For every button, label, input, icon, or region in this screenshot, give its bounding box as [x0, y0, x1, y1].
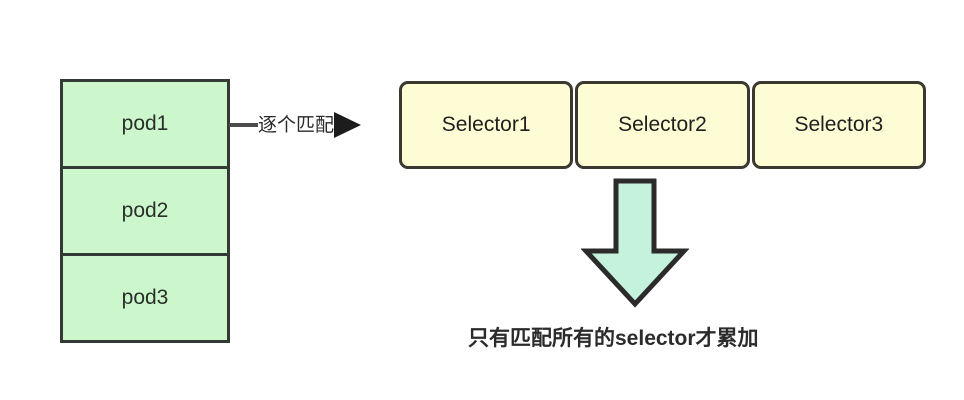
selector-box-2: Selector2 [575, 81, 750, 169]
pod-label: pod1 [121, 112, 169, 135]
pod-cell-3: pod3 [63, 256, 227, 340]
connector-line [229, 123, 258, 127]
caption-text: 只有匹配所有的selector才累加 [468, 327, 759, 350]
down-arrow-icon [580, 178, 690, 308]
selector-box-1: Selector1 [399, 81, 574, 169]
selector-row: Selector1 Selector2 Selector3 [399, 81, 926, 169]
pod-cell-1: pod1 [63, 82, 227, 169]
selector-box-3: Selector3 [751, 81, 926, 169]
pod-stack: pod1 pod2 pod3 [60, 79, 230, 343]
right-triangle-arrowhead-icon [334, 112, 362, 138]
pod-label: pod3 [121, 286, 169, 309]
selector-label: Selector3 [794, 113, 884, 136]
pod-to-selector-connector: 逐个匹配 [229, 108, 399, 142]
selector-label: Selector2 [618, 113, 707, 136]
connector-label: 逐个匹配 [258, 114, 335, 136]
pod-label: pod2 [121, 199, 169, 222]
pod-cell-2: pod2 [63, 169, 227, 256]
selector-label: Selector1 [441, 113, 531, 136]
